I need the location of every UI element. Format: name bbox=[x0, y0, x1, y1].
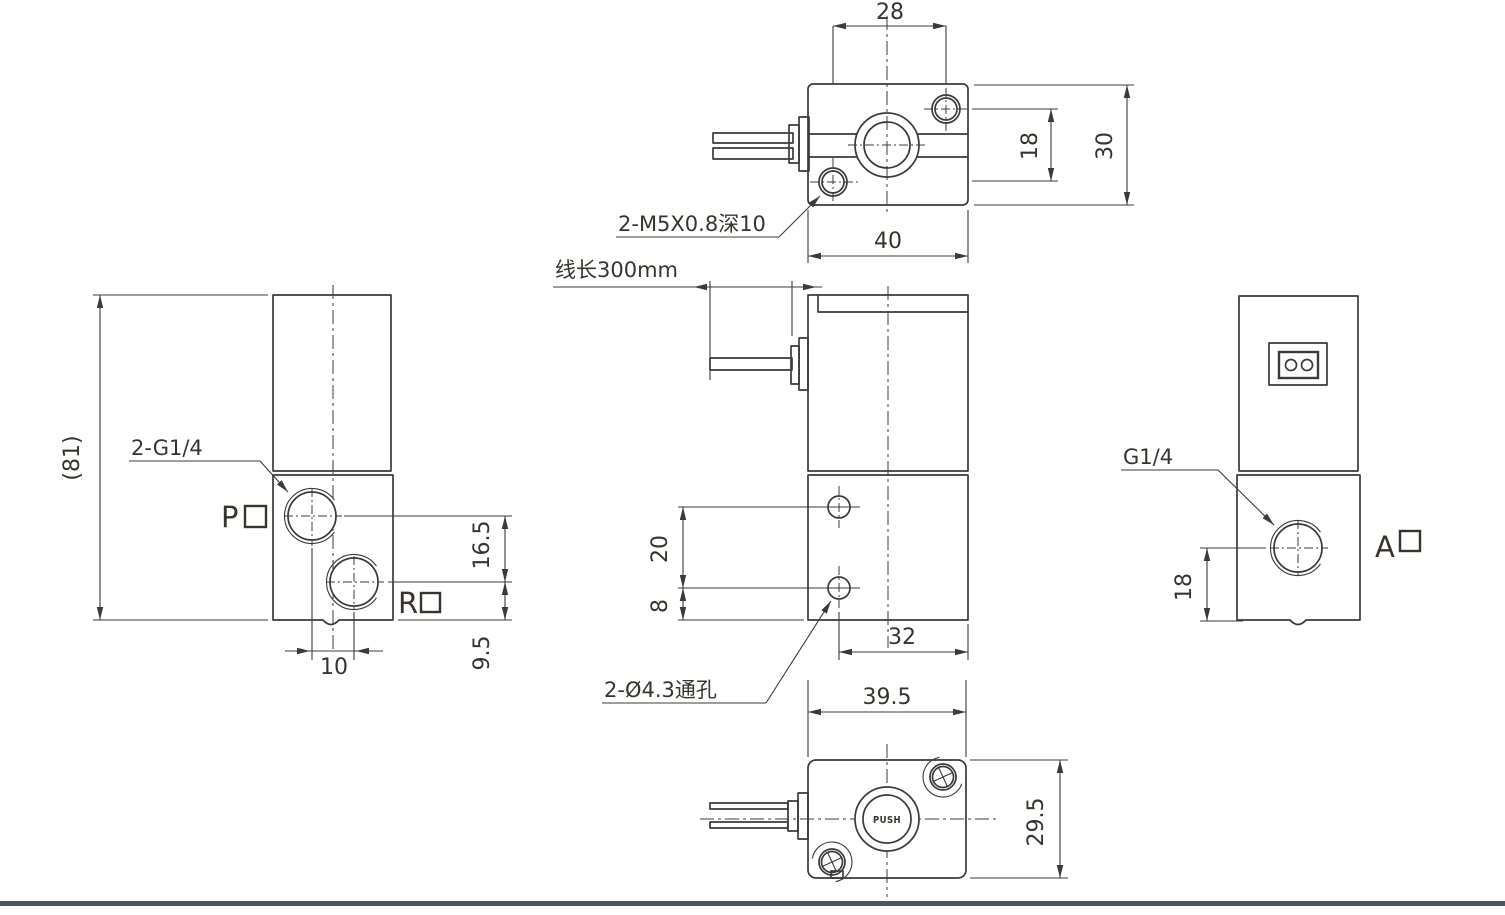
dim-overall-height-value: (81) bbox=[60, 435, 85, 480]
dim-top-hole-offset-value: 18 bbox=[1018, 132, 1043, 160]
dim-front-hole-bottom-value: 8 bbox=[648, 599, 673, 613]
dim-pr-vertical: 16.5 bbox=[470, 516, 509, 582]
dim-front-hole-side-value: 32 bbox=[888, 625, 916, 650]
left-view: (81) 2-G1/4 P R 16.5 9.5 10 bbox=[60, 285, 512, 680]
top-view: 28 18 30 40 2-M5X0.8深10 bbox=[616, 0, 1134, 263]
dim-front-hole-pitch: 20 bbox=[648, 507, 687, 588]
port-a-label: A bbox=[1375, 529, 1422, 564]
top-crosshairs-and-extensions bbox=[810, 26, 1058, 206]
manual-override-button bbox=[862, 794, 912, 844]
port-r-square bbox=[419, 591, 442, 614]
dim-bottom-width: 39.5 bbox=[807, 680, 967, 757]
page-footer-divider bbox=[0, 901, 1505, 906]
port-a-letter: A bbox=[1375, 530, 1395, 564]
dim-bottom-depth: 29.5 bbox=[970, 759, 1068, 879]
label-thread-spec-text: 2-M5X0.8深10 bbox=[618, 212, 766, 236]
label-thread-spec: 2-M5X0.8深10 bbox=[616, 195, 821, 238]
dim-front-hole-pitch-value: 20 bbox=[648, 535, 673, 563]
right-connector-pin-2 bbox=[1300, 358, 1314, 372]
top-screw-hole-tr-inner bbox=[934, 97, 958, 121]
dim-top-width: 40 bbox=[807, 210, 969, 263]
dim-top-hole-pitch: 28 bbox=[833, 0, 946, 30]
dim-pr-horizontal: 10 bbox=[285, 647, 383, 680]
dim-r-bottom: 9.5 bbox=[470, 582, 509, 671]
dim-pr-vertical-value: 16.5 bbox=[470, 521, 495, 570]
screw-bl-cross-icon bbox=[822, 852, 842, 872]
port-p-square bbox=[243, 504, 268, 529]
left-crosshairs-and-extensions bbox=[284, 488, 512, 660]
dim-top-depth: 30 bbox=[974, 84, 1134, 206]
bottom-wire-1 bbox=[709, 802, 789, 810]
screw-boss-arc-tr bbox=[922, 756, 963, 798]
port-p-letter: P bbox=[221, 500, 239, 534]
front-connector-flange bbox=[798, 337, 809, 391]
dim-bottom-depth-value: 29.5 bbox=[1024, 798, 1049, 847]
port-r-label: R bbox=[398, 586, 442, 620]
dim-r-bottom-value: 9.5 bbox=[470, 636, 495, 671]
right-connector-pin-1 bbox=[1284, 358, 1298, 372]
front-view: 20 8 32 39.5 线长300mm 2-Ø4.3通孔 bbox=[553, 258, 969, 757]
bottom-edge-notch bbox=[830, 870, 844, 879]
port-a-circle bbox=[1273, 523, 1323, 573]
top-wire-2 bbox=[712, 147, 794, 160]
label-ports-thread: 2-G1/4 bbox=[129, 436, 289, 493]
left-body-outline bbox=[272, 474, 394, 626]
screw-boss-arc-bl bbox=[811, 841, 853, 883]
bottom-view: PUSH 29.5 bbox=[700, 744, 1068, 897]
dim-top-hole-pitch-value: 28 bbox=[876, 0, 904, 25]
label-wire-length-text: 线长300mm bbox=[555, 258, 678, 282]
bottom-connector-flange bbox=[797, 792, 809, 840]
dim-pr-horizontal-value: 10 bbox=[320, 655, 348, 680]
port-r-letter: R bbox=[398, 586, 418, 620]
dim-wire-length: 线长300mm bbox=[553, 258, 822, 380]
bottom-connector-plug bbox=[787, 800, 799, 832]
dim-top-width-value: 40 bbox=[874, 229, 902, 254]
screw-tr-cross-icon bbox=[933, 767, 953, 787]
dim-port-bottom-value: 18 bbox=[1172, 573, 1197, 601]
dim-bottom-width-value: 39.5 bbox=[863, 685, 912, 710]
manual-override-push-label: PUSH bbox=[873, 815, 901, 826]
left-solenoid-outline bbox=[272, 294, 392, 472]
label-port-a-thread: G1/4 bbox=[1121, 445, 1275, 526]
top-wire-1 bbox=[712, 132, 794, 144]
dim-top-hole-offset: 18 bbox=[1018, 109, 1055, 181]
top-body-outline bbox=[807, 83, 969, 206]
dim-overall-height: (81) bbox=[60, 294, 268, 621]
front-crosshairs-and-extensions bbox=[678, 486, 860, 621]
dim-front-hole-side: 32 bbox=[838, 612, 969, 660]
port-p-label: P bbox=[221, 500, 268, 534]
right-body-outline bbox=[1236, 474, 1361, 626]
dim-top-depth-value: 30 bbox=[1093, 132, 1118, 160]
label-ports-thread-text: 2-G1/4 bbox=[131, 436, 203, 460]
screw-tr-inner bbox=[931, 765, 955, 789]
front-wire-band bbox=[709, 357, 793, 371]
front-top-band bbox=[817, 294, 969, 313]
port-p-circle bbox=[287, 491, 337, 541]
top-connector-flange bbox=[798, 116, 810, 172]
right-view: 18 G1/4 A bbox=[1121, 295, 1422, 626]
right-connector-outer bbox=[1268, 342, 1328, 386]
right-solenoid-outline bbox=[1238, 295, 1359, 472]
bottom-wire-2 bbox=[709, 821, 789, 829]
manual-override-outer bbox=[854, 786, 920, 852]
port-a-square bbox=[1398, 529, 1422, 553]
label-through-hole-text: 2-Ø4.3通孔 bbox=[604, 678, 717, 702]
label-through-hole: 2-Ø4.3通孔 bbox=[602, 600, 832, 704]
top-connector-plug bbox=[788, 124, 800, 164]
screw-bl-inner bbox=[820, 850, 844, 874]
dim-front-hole-bottom: 8 bbox=[648, 588, 687, 620]
dim-port-bottom: 18 bbox=[1172, 548, 1211, 621]
label-port-a-thread-text: G1/4 bbox=[1123, 445, 1173, 469]
right-connector-inner bbox=[1277, 350, 1320, 380]
